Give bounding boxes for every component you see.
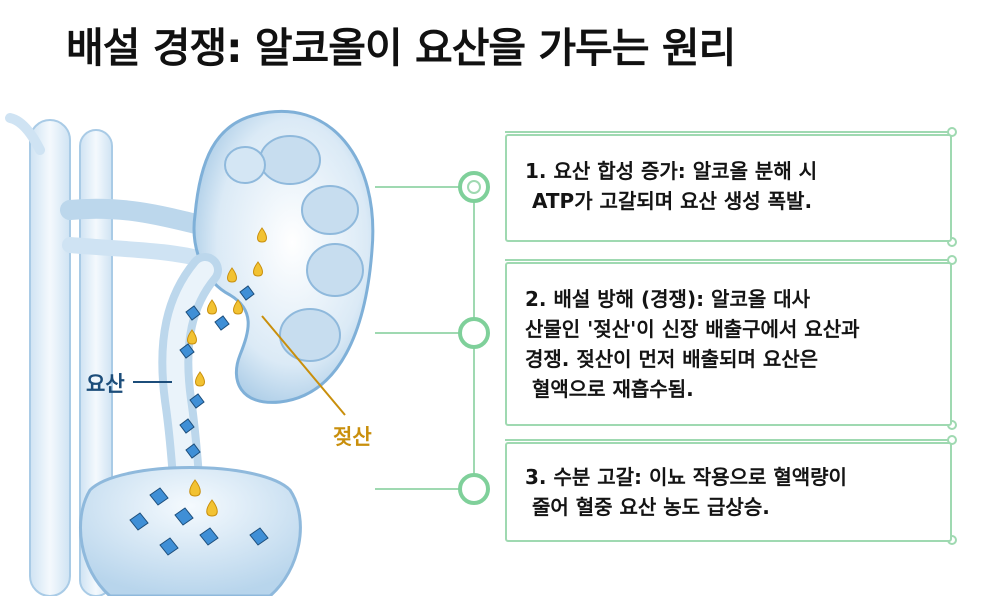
lactic-acid-pointer [261,315,346,416]
connectors [375,127,957,545]
uric-acid-crystals [129,285,269,556]
uric-acid-label: 요산 [86,372,125,396]
step-3-box: 3. 수분 고갈: 이뇨 작용으로 혈액량이 줄어 혈중 요산 농도 급상승. [505,442,952,542]
step-1-text: 1. 요산 합성 증가: 알코올 분해 시 ATP가 고갈되며 요산 생성 폭발… [525,159,818,213]
page-title: 배설 경쟁: 알코올이 요산을 가두는 원리 [66,24,736,72]
kidney [192,109,375,404]
lactic-acid-label: 젖산 [333,425,372,449]
step-3-text: 3. 수분 고갈: 이뇨 작용으로 혈액량이 줄어 혈중 요산 농도 급상승. [525,465,847,519]
blood-vessels [5,113,213,596]
step-2-box: 2. 배설 방해 (경쟁): 알코올 대사 산물인 '젖산'이 신장 배출구에서… [505,262,952,426]
lactic-acid-drops [187,227,267,517]
step-1-box: 1. 요산 합성 증가: 알코올 분해 시 ATP가 고갈되며 요산 생성 폭발… [505,134,952,242]
bladder [79,466,302,596]
step-2-text: 2. 배설 방해 (경쟁): 알코올 대사 산물인 '젖산'이 신장 배출구에서… [525,287,860,401]
